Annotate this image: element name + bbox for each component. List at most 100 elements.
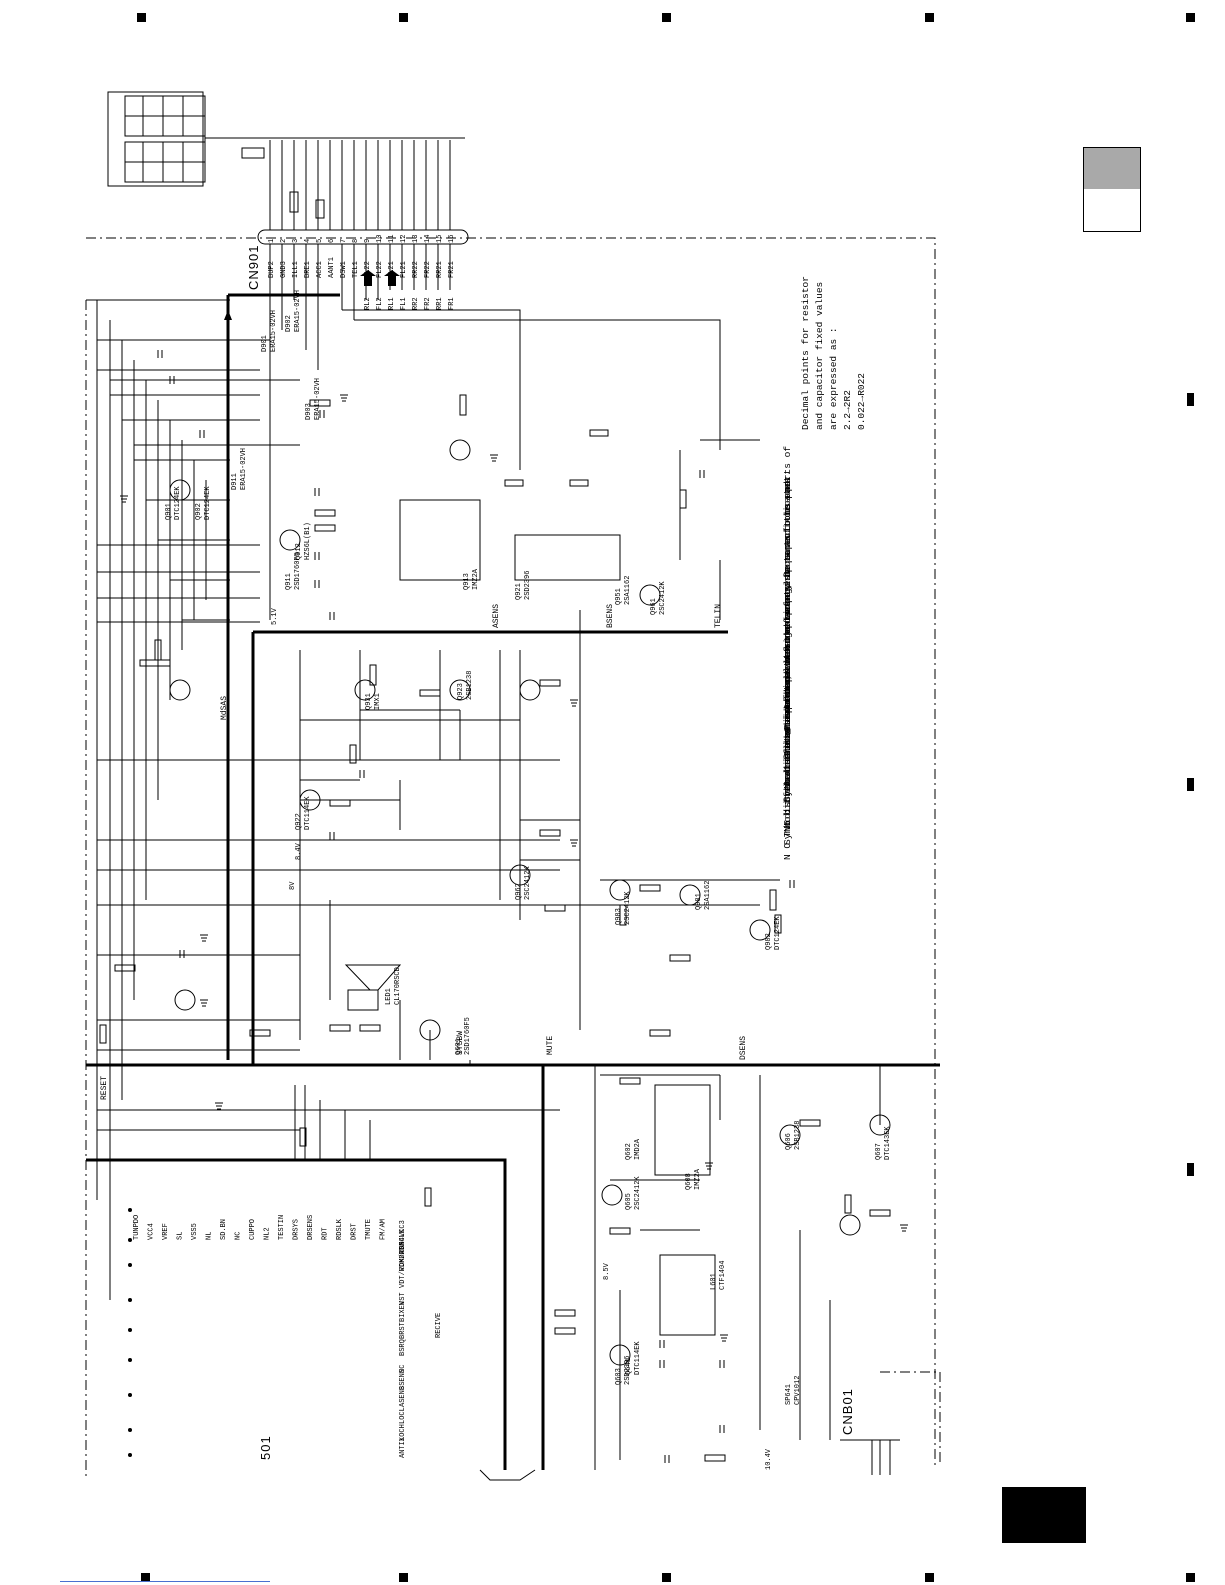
connector-pin-name: FR22	[424, 261, 432, 278]
component-ref: Q911	[285, 573, 293, 590]
component-ref: Q641	[625, 1358, 633, 1375]
ic-pin-label: CUPPO	[249, 1219, 257, 1240]
component-ref: SP641	[785, 1384, 793, 1405]
registration-mark	[662, 13, 671, 22]
page-corner-block	[1002, 1487, 1086, 1543]
connector-cn801: CNB01	[840, 1388, 855, 1435]
output-net-label: FR1	[448, 297, 456, 310]
ic-pin-label: VCC4	[148, 1223, 156, 1240]
registration-mark	[1186, 1573, 1195, 1582]
footer-rule	[60, 1581, 270, 1582]
decimal-note-line: Decimal points for resistor	[800, 276, 811, 430]
component-value: IMZ2A	[472, 568, 480, 590]
ic-q608	[654, 1084, 711, 1176]
ic-pin-label: DRSENS	[307, 1215, 315, 1240]
registration-mark	[399, 13, 408, 22]
component-ref: Q921	[515, 583, 523, 600]
note-line: No differentiation is made between chip …	[782, 530, 793, 832]
ic-pin-label: DRST	[351, 1223, 359, 1240]
connector-pin-name: RR22	[412, 261, 420, 278]
connector-pin-number: 7	[340, 239, 348, 243]
component-value: 2SC2412K	[634, 1176, 642, 1210]
note-line: discrete resistors.	[782, 711, 793, 819]
component-ref: Q931	[365, 693, 373, 710]
section-tab-active	[1083, 147, 1141, 191]
registration-mark	[399, 1573, 408, 1582]
ic-pin-label: SD.BN	[220, 1219, 228, 1240]
connector-pin-number: 3	[292, 239, 300, 243]
component-value: ERA15-02VH	[240, 448, 248, 490]
ic-pin-label: VDT/RDMDATA	[399, 1241, 407, 1288]
ic-pin-label: BRST	[399, 1322, 407, 1339]
connector-housing	[107, 91, 204, 187]
connector-pin-name: AANT1	[328, 257, 336, 278]
connector-pin-number: 10	[376, 235, 384, 243]
connector-pin-number: 13	[412, 235, 420, 243]
ic-pin-label: ASENS	[399, 1386, 407, 1407]
supply-rail-label: 8V	[289, 881, 297, 890]
component-ref: Q912	[295, 543, 303, 560]
registration-mark	[1187, 1163, 1194, 1176]
connector-pin-name: BRE1	[304, 261, 312, 278]
note-title: N O T E :	[782, 809, 793, 860]
ic-q602	[659, 1254, 716, 1336]
pin-leads	[269, 140, 451, 230]
component-ref: Q983	[615, 908, 623, 925]
output-net-label: RR2	[412, 297, 420, 310]
component-value: IMD2A	[634, 1138, 642, 1160]
component-ref: D911	[231, 473, 239, 490]
registration-mark	[1186, 13, 1195, 22]
component-ref: Q602	[625, 1143, 633, 1160]
net-reset: RESET	[100, 1076, 109, 1100]
component-ref: Q601	[455, 1038, 463, 1055]
component-value: HZS6L(B1)	[304, 522, 312, 560]
connector-pin-number: 16	[448, 235, 456, 243]
signal-arrows	[128, 270, 400, 1457]
component-ref: Q603	[615, 1368, 623, 1385]
component-value: DTC114EK	[304, 796, 312, 830]
component-ref: Q605	[625, 1193, 633, 1210]
component-value: 2SD1760F5	[464, 1017, 472, 1055]
ic-pin-label: VST	[399, 1292, 407, 1305]
component-ref: D901	[261, 335, 269, 352]
connector-pin-number: 4	[304, 239, 312, 243]
component-value: 2SD2396	[624, 1356, 632, 1385]
ic-pin-label: SL	[177, 1232, 185, 1240]
note-line: the importance of the safety factor of t…	[782, 470, 793, 744]
component-value: ERA15-02VH	[294, 290, 302, 332]
supply-rail-label: 5.1V	[271, 607, 279, 625]
decimal-note-line: and capacitor fixed values	[814, 282, 825, 430]
net-bsens: BSENS	[606, 604, 615, 628]
ic-ref: 501	[258, 1435, 273, 1460]
ic-pin-label: NC	[235, 1232, 243, 1240]
output-net-label: FL1	[400, 297, 408, 310]
component-ref: Q951	[615, 588, 623, 605]
connector-pin-number: 2	[280, 239, 288, 243]
component-value: IMX1	[374, 693, 382, 710]
ic-q913	[399, 499, 481, 581]
net-sysbw: SYSBW	[456, 1031, 465, 1055]
component-value: 2SB1238	[794, 1121, 802, 1150]
component-ref: Q962	[515, 883, 523, 900]
registration-mark	[1187, 393, 1194, 406]
connector-ref: CN901	[246, 245, 261, 290]
registration-mark	[925, 1573, 934, 1582]
ic-pin-label: TUNPDO	[133, 1215, 141, 1240]
ic-pin-label: ANTIX	[399, 1436, 407, 1458]
connector-pin-name: RL22	[364, 261, 372, 278]
connector-pin-number: 9	[364, 239, 372, 243]
component-value: IMZ2A	[694, 1168, 702, 1190]
component-value: 2SA1162	[704, 881, 712, 910]
ic-pin-label: LOCH	[399, 1424, 407, 1441]
registration-mark	[1187, 778, 1194, 791]
ground-symbols	[120, 394, 908, 1342]
connector-pin-name: RR21	[436, 261, 444, 278]
ic-pin-label: NL2	[264, 1227, 272, 1240]
output-net-label: FR2	[424, 297, 432, 310]
speaker-sp641	[347, 989, 379, 1011]
connector-pin-name: BUP2	[268, 261, 276, 278]
ic-pin-label: BSENS	[399, 1369, 407, 1390]
registration-mark	[925, 13, 934, 22]
connector-pin-name: TEL1	[352, 261, 360, 278]
